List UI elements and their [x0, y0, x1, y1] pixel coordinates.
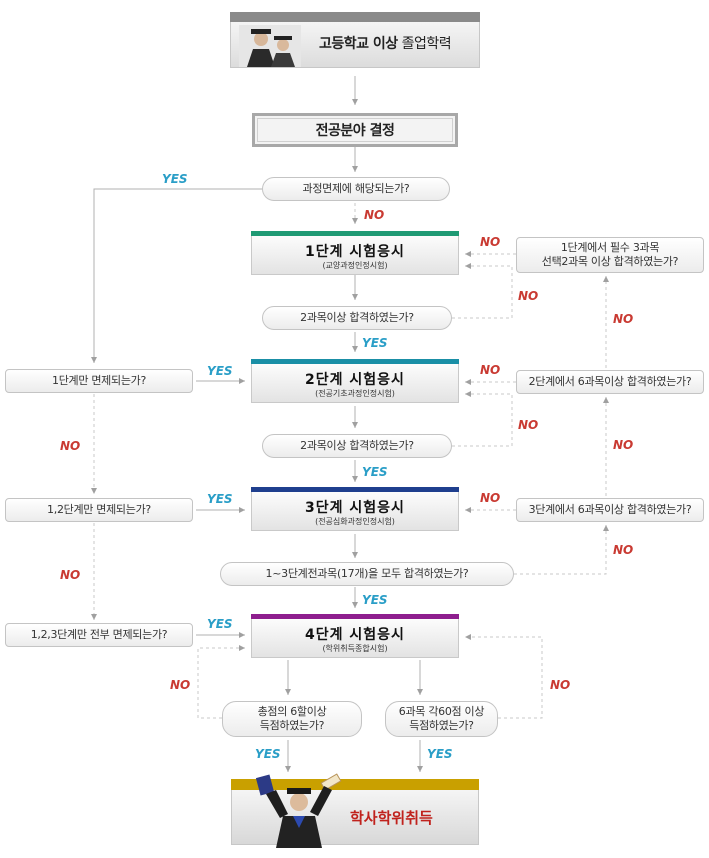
pass-all-question: 1~3단계전과목(17개)을 모두 합격하였는가?	[220, 562, 514, 586]
graduates-photo-icon	[239, 25, 301, 67]
stage3-box: 3단계 시험응시 (전공심화과정인정시험)	[251, 487, 459, 531]
no-label-stage2-pass: NO	[518, 418, 539, 432]
header-bar	[230, 12, 480, 22]
course-exempt-question: 과정면제에 해당되는가?	[262, 177, 450, 201]
stage1-bar	[251, 231, 459, 236]
graduate-celebrating-icon	[255, 773, 342, 848]
no-label-pass-all: NO	[613, 543, 634, 557]
no-label-stage1-pass: NO	[518, 289, 539, 303]
header-label: 고등학교 이상 졸업학력	[319, 36, 452, 52]
stage2-subtitle: (전공기초과정인정시험)	[315, 389, 395, 398]
yes-label-s12-exempt: YES	[207, 492, 233, 506]
stage3-retry-question: 3단계에서 6과목이상 합격하였는가?	[516, 498, 704, 522]
each-subject-score-question: 6과목 각60점 이상 득점하였는가?	[385, 701, 498, 737]
stage3-subtitle: (전공심화과정인정시험)	[315, 517, 395, 526]
no-label-course-exempt: NO	[364, 208, 385, 222]
bachelor-degree-box: 학사학위취득	[231, 773, 479, 848]
stage1-retry-question: 1단계에서 필수 3과목 선택2과목 이상 합격하였는가?	[516, 237, 704, 273]
stage2-retry-question: 2단계에서 6과목이상 합격하였는가?	[516, 370, 704, 394]
stage3-title: 3단계 시험응시	[305, 500, 405, 516]
stage2-title: 2단계 시험응시	[305, 372, 405, 388]
stage1-subtitle: (교양과정인정시험)	[322, 261, 388, 270]
stage4-bar	[251, 614, 459, 619]
final-bar	[231, 779, 479, 790]
yes-label-course-exempt: YES	[162, 172, 188, 186]
pass2-question-stage1: 2과목이상 합격하였는가?	[262, 306, 452, 330]
stage123-exempt-question: 1,2,3단계만 전부 면제되는가?	[5, 623, 193, 647]
stage1-only-exempt-question: 1단계만 면제되는가?	[5, 369, 193, 393]
no-label-s12-exempt: NO	[60, 568, 81, 582]
yes-label-each-score: YES	[427, 747, 453, 761]
yes-label-total-score: YES	[255, 747, 281, 761]
no-label-each-score: NO	[550, 678, 571, 692]
no-label-r1: NO	[480, 235, 501, 249]
yes-label-s123-exempt: YES	[207, 617, 233, 631]
no-label-s1-exempt: NO	[60, 439, 81, 453]
major-field-label: 전공분야 결정	[315, 123, 395, 139]
stage1-title: 1단계 시험응시	[305, 244, 405, 260]
no-label-r2: NO	[480, 363, 501, 377]
stage2-box: 2단계 시험응시 (전공기초과정인정시험)	[251, 359, 459, 403]
stage2-bar	[251, 359, 459, 364]
no-label-r3: NO	[480, 491, 501, 505]
yes-label-stage1-pass: YES	[362, 336, 388, 350]
bachelor-degree-label: 학사학위취득	[350, 809, 433, 827]
stage4-box: 4단계 시험응시 (학위취득종합시험)	[251, 614, 459, 658]
education-requirement-box: 고등학교 이상 졸업학력	[230, 12, 480, 68]
stage12-exempt-question: 1,2단계만 면제되는가?	[5, 498, 193, 522]
stage1-box: 1단계 시험응시 (교양과정인정시험)	[251, 231, 459, 275]
no-label-r2-up: NO	[613, 312, 634, 326]
yes-label-pass-all: YES	[362, 593, 388, 607]
stage4-subtitle: (학위취득종합시험)	[322, 644, 388, 653]
stage3-bar	[251, 487, 459, 492]
no-label-total-score: NO	[170, 678, 191, 692]
yes-label-stage2-pass: YES	[362, 465, 388, 479]
no-label-r3-up: NO	[613, 438, 634, 452]
pass2-question-stage2: 2과목이상 합격하였는가?	[262, 434, 452, 458]
total-score-question: 총점의 6할이상 득점하였는가?	[222, 701, 362, 737]
yes-label-s1-exempt: YES	[207, 364, 233, 378]
stage4-title: 4단계 시험응시	[305, 627, 405, 643]
major-field-box: 전공분야 결정	[252, 113, 458, 147]
